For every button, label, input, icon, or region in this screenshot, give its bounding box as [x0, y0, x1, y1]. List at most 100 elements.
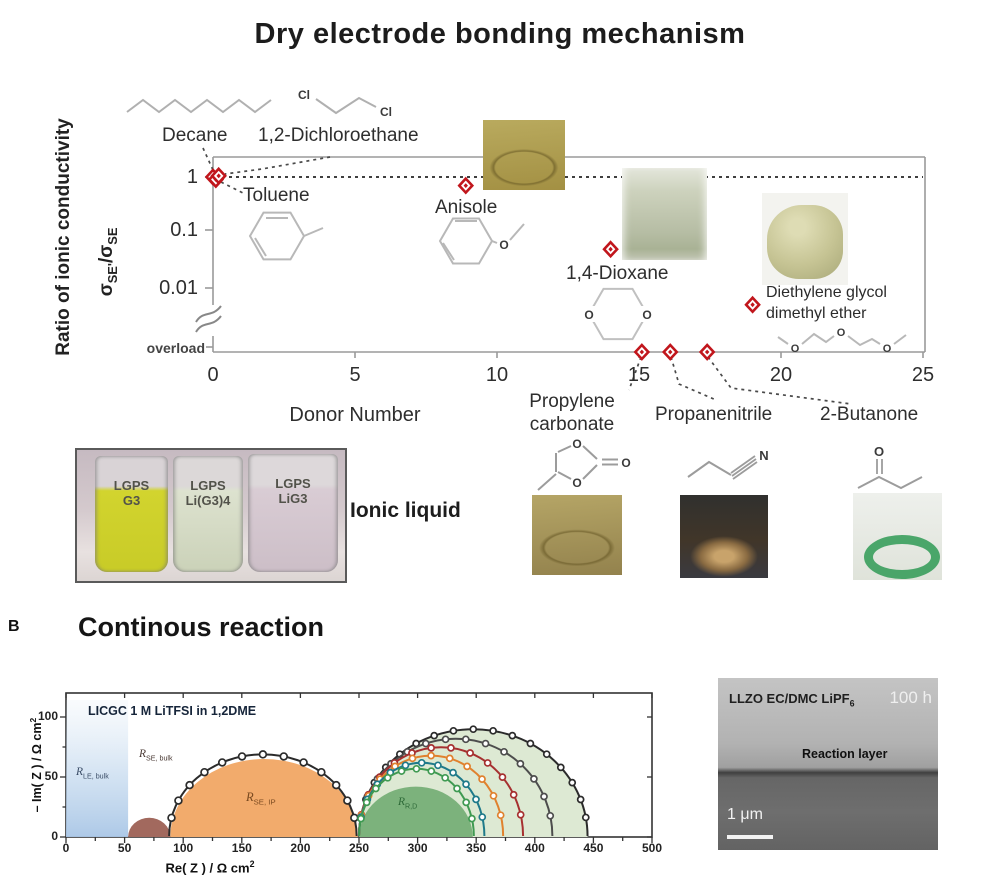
label-anisole: Anisole	[435, 197, 498, 218]
region-label-le-bulk: RLE, bulk	[76, 766, 109, 781]
sem-scale-label: 1 μm	[727, 806, 763, 823]
series-marker	[516, 810, 525, 819]
series-marker	[167, 813, 176, 823]
atom-label: O	[584, 308, 593, 322]
vial-lgps-g3: LGPS G3	[95, 456, 168, 572]
x-tick-0: 0	[207, 364, 219, 386]
series-marker	[317, 767, 326, 777]
series-marker	[350, 813, 359, 823]
vial-lgps-lig3-4: LGPS Li(G3)4	[173, 456, 243, 572]
vial-label-line1: LGPS	[190, 478, 226, 493]
data-point-center	[608, 246, 613, 252]
panel-b-heading: Continous reaction	[78, 612, 325, 642]
structure-dioxane: O O	[581, 287, 655, 341]
atom-label: O	[572, 437, 581, 451]
structure-butanone: O	[857, 444, 923, 490]
sem-time-label: 100 h	[889, 688, 932, 707]
region-semicircle	[128, 817, 171, 837]
series-marker	[401, 761, 410, 770]
data-point-center	[216, 173, 221, 179]
nyquist-regions	[66, 700, 588, 837]
series-marker	[453, 784, 461, 793]
series-marker	[430, 731, 439, 740]
series-marker	[441, 735, 450, 744]
atom-label: O	[642, 308, 651, 322]
series-marker	[489, 726, 497, 735]
series-marker	[530, 775, 538, 783]
atom-label: O	[791, 343, 800, 355]
series-marker	[371, 784, 380, 793]
series-marker	[540, 792, 548, 801]
series-marker	[447, 743, 455, 752]
atom-label: Cl	[298, 88, 310, 102]
series-marker	[581, 813, 590, 822]
region-band	[66, 700, 129, 837]
series-marker	[462, 798, 471, 807]
series-marker	[542, 750, 551, 759]
label-decane: Decane	[162, 125, 228, 146]
nyquist-x-tick-label: 0	[62, 841, 70, 855]
series-marker	[200, 767, 209, 777]
series-marker	[498, 773, 507, 781]
atom-label: Cl	[380, 105, 392, 119]
nyquist-x-tick-label: 250	[348, 841, 370, 855]
data-point-center	[704, 349, 710, 355]
nyquist-x-tick-label: 400	[524, 841, 545, 855]
nyquist-x-tick-label: 100	[173, 841, 194, 855]
panel-b-tag: B	[8, 618, 20, 635]
photo-anisole-solution	[483, 120, 565, 190]
structure-toluene	[248, 211, 324, 261]
structure-propanenitrile: N	[687, 448, 769, 480]
label-toluene: Toluene	[243, 185, 310, 206]
x-tick-20: 20	[769, 364, 793, 386]
nyquist-y-tick-label: 50	[44, 769, 58, 783]
structure-anisole: O	[438, 217, 525, 265]
series-marker	[258, 750, 268, 759]
axis-break-squiggle	[195, 305, 222, 333]
data-point-center	[463, 183, 468, 188]
series-marker	[568, 778, 577, 787]
scatter-y-axis-formula: σSE'/σSE	[96, 227, 120, 297]
x-tick-25: 25	[911, 364, 935, 386]
series-marker	[427, 751, 435, 760]
atom-label: O	[499, 238, 508, 252]
atom-label: O	[621, 456, 630, 470]
vial-label-line2: Li(G3)4	[185, 493, 231, 508]
nyquist-x-tick-label: 450	[583, 841, 604, 855]
series-marker	[237, 752, 247, 761]
nyquist-x-tick-label: 300	[407, 841, 428, 855]
series-marker	[331, 780, 341, 790]
series-marker	[576, 795, 585, 804]
x-tick-15: 15	[627, 364, 651, 386]
series-marker	[556, 763, 565, 772]
nyquist-x-tick-label: 50	[117, 841, 132, 855]
page-title: Dry electrode bonding mechanism	[254, 18, 746, 50]
structure-propylene-carbonate: O O O	[537, 437, 631, 491]
series-marker	[526, 739, 535, 748]
gel-blob	[767, 205, 843, 279]
region-label-rd: RR,D	[398, 796, 418, 811]
series-marker	[469, 725, 478, 734]
label-butanone: 2-Butanone	[820, 404, 919, 425]
series-marker	[478, 775, 486, 783]
nyquist-y-tick-label: 100	[37, 709, 58, 723]
series-marker	[412, 764, 421, 773]
vial-label-line1: LGPS	[275, 476, 311, 491]
series-marker	[279, 752, 289, 761]
sem-reaction-layer-label: Reaction layer	[802, 747, 888, 761]
vial-label-line2: LiG3	[278, 491, 308, 506]
photo-lgps-vials: LGPS G3 LGPS Li(G3)4 LGPS LiG3	[75, 448, 347, 583]
y-tick-1: 1	[186, 166, 198, 188]
nyquist-x-tick-label: 150	[231, 841, 252, 855]
series-marker	[427, 767, 436, 775]
series-marker	[483, 759, 492, 767]
series-marker	[478, 813, 487, 821]
series-marker	[343, 796, 352, 805]
y-tick-overload: overload	[146, 340, 205, 356]
series-marker	[185, 780, 194, 790]
series-marker	[217, 758, 227, 767]
nyquist-tickmarks	[60, 693, 653, 843]
atom-label: N	[759, 448, 768, 463]
series-marker	[466, 749, 474, 757]
